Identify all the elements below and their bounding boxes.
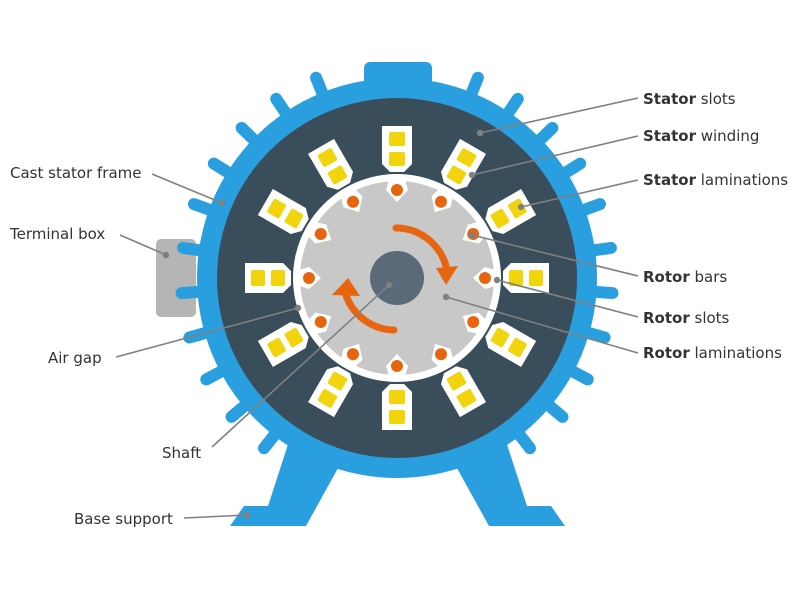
- stator-winding-coil: [271, 270, 285, 286]
- stator-winding-coil: [327, 371, 348, 391]
- rotor-slot: [308, 312, 332, 334]
- label-terminal-box: Terminal box: [9, 225, 105, 243]
- rotor-slot: [308, 222, 332, 244]
- rotor-bar: [479, 272, 491, 284]
- rotor-slots-group: [299, 180, 495, 376]
- rotor-bar: [347, 348, 360, 361]
- stator-slot: [308, 138, 353, 190]
- stator-winding-coil: [446, 165, 467, 185]
- curved-arrow-icon: [341, 288, 398, 334]
- label-shaft: Shaft: [162, 444, 201, 462]
- rotor-slot: [341, 189, 363, 213]
- rotor-slot: [473, 267, 495, 289]
- label-base-support: Base support: [74, 510, 173, 528]
- stator-winding-coil: [317, 389, 338, 408]
- stator-slot: [382, 384, 412, 430]
- stator-winding-coil: [529, 270, 543, 286]
- rotor-slot: [386, 180, 408, 202]
- stator-slot: [382, 126, 412, 172]
- rotor-slot: [431, 343, 453, 367]
- stator-slot: [245, 263, 291, 293]
- rotation-arrows: [332, 224, 458, 334]
- label-stator-winding: Stator winding: [643, 127, 759, 145]
- stator-winding-coil: [446, 371, 467, 391]
- curved-arrow-icon: [392, 224, 450, 270]
- stator-winding-coil: [490, 327, 510, 348]
- rotor-slot: [299, 267, 321, 289]
- leader-lines: [115, 97, 639, 519]
- label-stator-slots: Stator slots: [643, 90, 736, 108]
- rotor-bar: [347, 195, 360, 208]
- stator-slot: [441, 366, 486, 418]
- label-rotor-bars: Rotor bars: [643, 268, 727, 286]
- rotor-slot: [462, 312, 486, 334]
- leader-rotor-bars: [468, 231, 639, 277]
- stator-winding-coil: [317, 148, 338, 167]
- stator-winding-coil: [509, 270, 523, 286]
- stator-winding-coil: [508, 198, 527, 219]
- rotor-slot: [431, 189, 453, 213]
- leader-shaft: [211, 281, 393, 448]
- stator-winding-coil: [284, 208, 304, 229]
- stator-slot: [257, 189, 309, 234]
- stator-winding-coil: [389, 410, 405, 424]
- stator-winding-coil: [327, 165, 348, 185]
- stator-winding-coil: [490, 208, 510, 229]
- label-stator-laminations: Stator laminations: [643, 171, 788, 189]
- leader-stator-laminations: [517, 179, 639, 211]
- rotor-bar: [314, 315, 327, 328]
- label-air-gap: Air gap: [48, 349, 102, 367]
- leader-rotor-laminations: [442, 293, 639, 354]
- rotor-bar: [435, 195, 447, 208]
- stator-winding-coil: [456, 389, 477, 408]
- arrowhead-icon: [332, 278, 360, 296]
- stator-winding-coil: [389, 390, 405, 404]
- leader-base-support: [183, 511, 251, 519]
- stator-winding-coil: [456, 148, 477, 167]
- leader-rotor-slots: [493, 276, 639, 318]
- leader-stator-slots: [476, 97, 639, 137]
- rotor-bar: [434, 348, 447, 361]
- label-rotor-slots: Rotor slots: [643, 309, 730, 327]
- stator-winding-coil: [267, 337, 286, 358]
- stator-slot: [485, 189, 537, 234]
- leader-cast-stator-frame: [151, 173, 226, 207]
- rotor-slot: [341, 343, 363, 367]
- rotor-bar: [391, 184, 403, 196]
- leader-air-gap: [115, 304, 302, 358]
- label-cast-stator-frame: Cast stator frame: [10, 164, 142, 182]
- rotor-slot: [386, 354, 408, 376]
- label-rotor-laminations: Rotor laminations: [643, 344, 782, 362]
- stator-winding-coil: [389, 152, 405, 166]
- rotor-bar: [467, 316, 480, 328]
- stator-winding-coil: [251, 270, 265, 286]
- stator-slot: [503, 263, 549, 293]
- stator-slot: [308, 366, 353, 418]
- rotor-bar: [314, 228, 327, 241]
- stator-winding-coil: [508, 337, 527, 358]
- stator-slot: [441, 138, 486, 190]
- stator-slot: [485, 322, 537, 367]
- shaft: [370, 251, 424, 305]
- stator-slot: [257, 322, 309, 367]
- rotor-bar: [303, 272, 315, 284]
- leader-stator-winding: [468, 135, 639, 179]
- arrowhead-icon: [436, 266, 458, 285]
- stator-winding-coil: [267, 198, 286, 219]
- leader-terminal-box: [119, 234, 170, 259]
- stator-winding-coil: [389, 132, 405, 146]
- rotor-bar: [391, 360, 403, 372]
- stator-winding-coil: [284, 327, 304, 348]
- stator-slots-group: [245, 126, 549, 430]
